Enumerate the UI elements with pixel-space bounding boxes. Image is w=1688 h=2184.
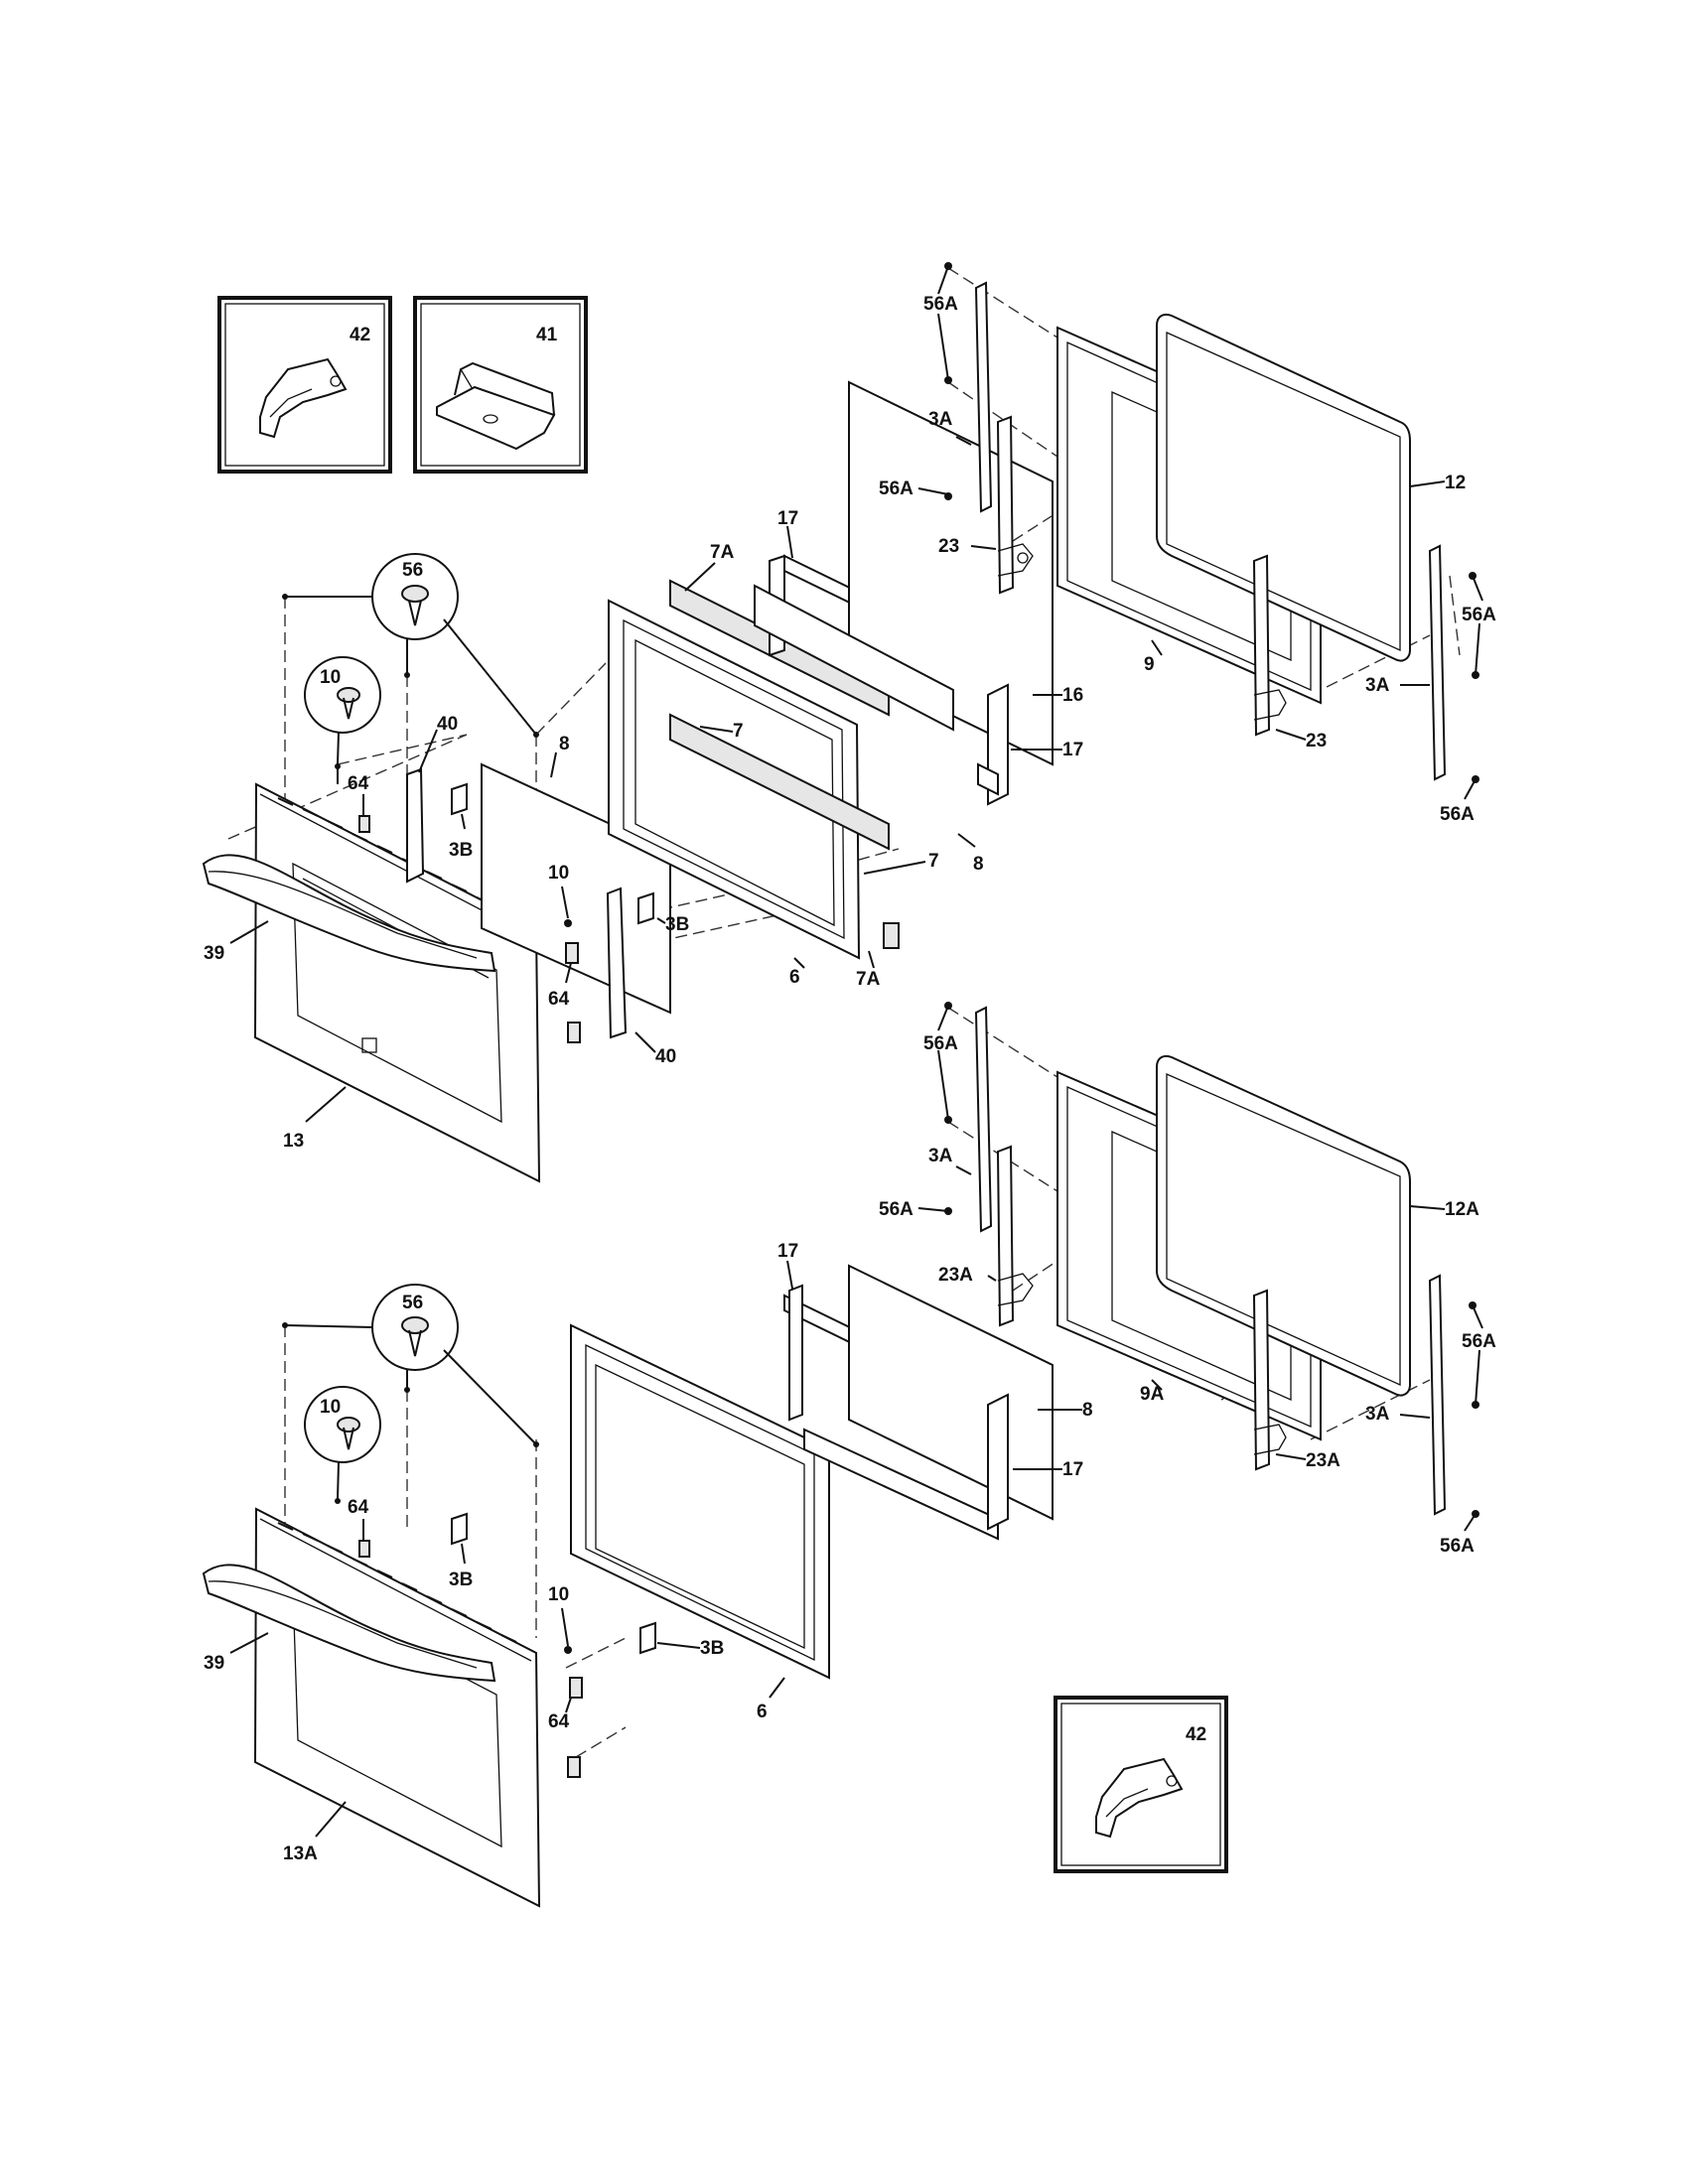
inset-box-part-42-top: 42 <box>217 296 392 474</box>
callout-6-upper: 6 <box>789 967 800 988</box>
callout-56A-upper-back-4: 56A <box>1440 804 1475 825</box>
callout-10-lower: 10 <box>320 1397 341 1418</box>
callout-10-upper-right: 10 <box>548 863 569 884</box>
callout-3A-lower-back-right: 3A <box>1365 1404 1390 1425</box>
callout-64-upper-right: 64 <box>548 989 570 1010</box>
callout-3A-upper-back-left: 3A <box>928 409 953 430</box>
callout-17-upper-top: 17 <box>777 508 798 529</box>
callout-23A-lower-back-right: 23A <box>1306 1450 1340 1471</box>
callout-64-lower-top: 64 <box>348 1497 369 1518</box>
callout-13A: 13A <box>283 1843 318 1864</box>
callout-40-upper-top: 40 <box>437 714 458 735</box>
callout-3A-lower-back-left: 3A <box>928 1146 953 1166</box>
callout-10-upper: 10 <box>320 667 341 688</box>
callout-13: 13 <box>283 1131 304 1152</box>
callout-3B-upper-left: 3B <box>449 840 473 861</box>
upper-back-assembly: 56A 3A 56A 23 9 12 23 3A <box>879 262 1496 825</box>
lower-door-vent-slots <box>277 1522 517 1643</box>
callout-17-lower-bottom: 17 <box>1062 1459 1083 1480</box>
callout-41: 41 <box>536 325 558 345</box>
callout-56A-upper-back-2: 56A <box>879 478 914 499</box>
callout-8-upper-glass: 8 <box>559 734 570 754</box>
callout-3B-lower-right: 3B <box>700 1638 724 1659</box>
callout-42-top: 42 <box>350 325 370 345</box>
callout-56A-upper-back-1: 56A <box>923 294 958 315</box>
callout-56A-lower-back-4: 56A <box>1440 1536 1475 1557</box>
upper-door-assembly: 56 10 64 40 3B <box>202 380 1083 1183</box>
callout-23-upper-back-right: 23 <box>1306 731 1327 751</box>
callout-10-lower-right: 10 <box>548 1584 569 1605</box>
callout-42-bottom: 42 <box>1186 1724 1206 1745</box>
callout-17-upper-bottom: 17 <box>1062 740 1083 760</box>
callout-3B-lower-left: 3B <box>449 1570 473 1590</box>
callout-39-lower: 39 <box>204 1653 224 1674</box>
callout-7A-upper-bottom: 7A <box>856 969 881 990</box>
callout-56-upper: 56 <box>402 560 423 581</box>
callout-56A-upper-back-3: 56A <box>1462 605 1496 625</box>
lower-door-assembly: 56 10 64 3B 39 13A 10 64 3B <box>202 1241 1093 1908</box>
callout-7-upper-inner: 7 <box>733 721 744 742</box>
callout-56A-lower-back-2: 56A <box>879 1199 914 1220</box>
callout-64-lower-right: 64 <box>548 1711 570 1732</box>
callout-23A-lower-back-left: 23A <box>938 1265 973 1286</box>
callout-12: 12 <box>1445 473 1466 493</box>
callout-64-upper-top: 64 <box>348 773 369 794</box>
callout-40-upper-right: 40 <box>655 1046 676 1067</box>
lower-back-assembly: 56A 3A 56A 23A 9A 12A 23A 3A 56A 56A <box>879 1002 1496 1557</box>
callout-3A-upper-back-right: 3A <box>1365 675 1390 696</box>
callout-9A: 9A <box>1140 1384 1165 1405</box>
callout-8-upper-lower: 8 <box>973 854 984 875</box>
callout-23-upper-back-left: 23 <box>938 536 959 557</box>
inset-box-part-41: 41 <box>413 296 588 474</box>
callout-12A: 12A <box>1445 1199 1479 1220</box>
callout-8-lower: 8 <box>1082 1400 1093 1421</box>
inset-box-part-42-bottom: 42 <box>1054 1696 1228 1873</box>
callout-17-lower-top: 17 <box>777 1241 798 1262</box>
callout-6-lower: 6 <box>757 1702 768 1722</box>
callout-56A-lower-back-3: 56A <box>1462 1331 1496 1352</box>
callout-9: 9 <box>1144 654 1155 675</box>
callout-16: 16 <box>1062 685 1083 706</box>
callout-3B-upper-right: 3B <box>665 914 689 935</box>
callout-39-upper: 39 <box>204 943 224 964</box>
callout-7A-upper-top: 7A <box>710 542 735 563</box>
callout-56-lower: 56 <box>402 1293 423 1313</box>
callout-56A-lower-back-1: 56A <box>923 1033 958 1054</box>
callout-7-upper-lower: 7 <box>928 851 939 872</box>
